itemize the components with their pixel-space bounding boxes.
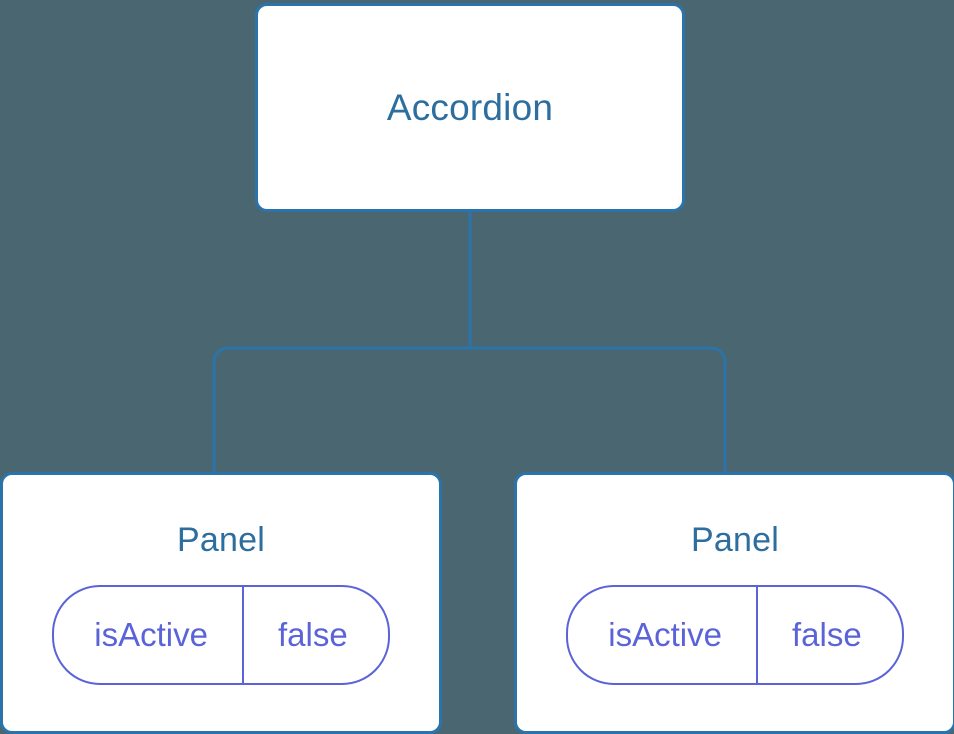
edge-to-panel-1 [212,346,470,478]
state-capsule-panel-1[interactable]: isActive false [52,585,390,685]
edge-to-panel-2 [470,346,727,478]
state-value-panel-2: false [755,587,902,683]
node-panel-1-title: Panel [177,521,265,559]
state-value-panel-1: false [241,587,388,683]
state-capsule-panel-2[interactable]: isActive false [566,585,904,685]
node-panel-1[interactable]: Panel isActive false [0,472,442,734]
state-key-panel-2: isActive [608,616,722,653]
node-panel-2[interactable]: Panel isActive false [514,472,954,734]
state-key-panel-1: isActive [94,616,208,653]
node-accordion[interactable]: Accordion [255,3,685,212]
node-panel-2-title: Panel [691,521,779,559]
node-accordion-title: Accordion [386,87,554,128]
